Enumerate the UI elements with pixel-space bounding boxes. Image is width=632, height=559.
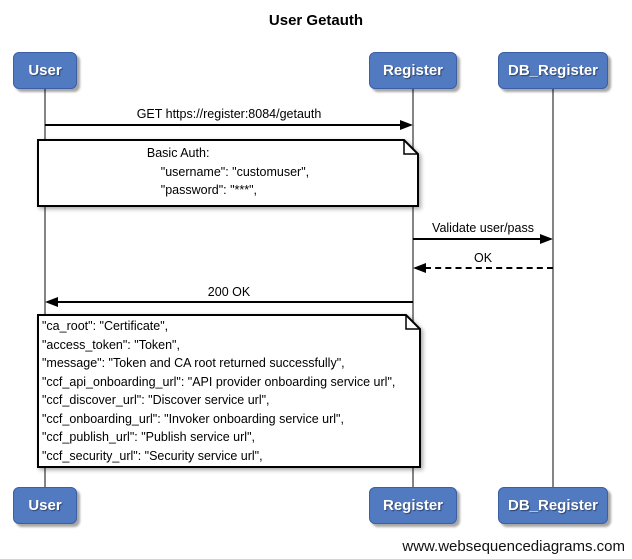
actor-user-bottom: User bbox=[13, 487, 77, 524]
actor-register-bottom: Register bbox=[369, 487, 457, 524]
message-line bbox=[57, 301, 413, 303]
actor-db-register-top: DB_Register bbox=[498, 52, 608, 89]
lifeline-user bbox=[44, 89, 46, 487]
arrowhead-right-icon bbox=[400, 120, 413, 130]
actor-register-top: Register bbox=[369, 52, 457, 89]
dogear-icon bbox=[403, 140, 418, 155]
actor-user-top: User bbox=[13, 52, 77, 89]
arrowhead-left-icon bbox=[45, 297, 58, 307]
arrowhead-left-icon bbox=[413, 263, 426, 273]
message-label: 200 OK bbox=[207, 285, 251, 299]
note-text: "ca_root": "Certificate", "access_token"… bbox=[42, 319, 396, 463]
note-shape bbox=[37, 139, 419, 207]
note-basic-auth: Basic Auth: "username": "customuser", "p… bbox=[37, 139, 419, 207]
lifeline-db-register bbox=[552, 89, 554, 487]
dogear-icon bbox=[405, 315, 420, 330]
watermark-websequencediagrams: www.websequencediagrams.com bbox=[402, 538, 625, 555]
note-shape bbox=[37, 314, 421, 468]
lifeline-register bbox=[412, 89, 414, 487]
diagram-title: User Getauth bbox=[268, 12, 364, 29]
actor-db-register-bottom: DB_Register bbox=[498, 487, 608, 524]
message-dashed-line bbox=[425, 267, 553, 269]
message-line bbox=[45, 124, 402, 126]
arrowhead-right-icon bbox=[540, 234, 553, 244]
message-line bbox=[413, 238, 542, 240]
message-label: OK bbox=[473, 251, 493, 265]
message-label: Validate user/pass bbox=[432, 221, 534, 235]
note-text: Basic Auth: "username": "customuser", "p… bbox=[146, 146, 310, 197]
note-response-body: "ca_root": "Certificate", "access_token"… bbox=[37, 314, 421, 468]
message-label: GET https://register:8084/getauth bbox=[136, 107, 322, 121]
